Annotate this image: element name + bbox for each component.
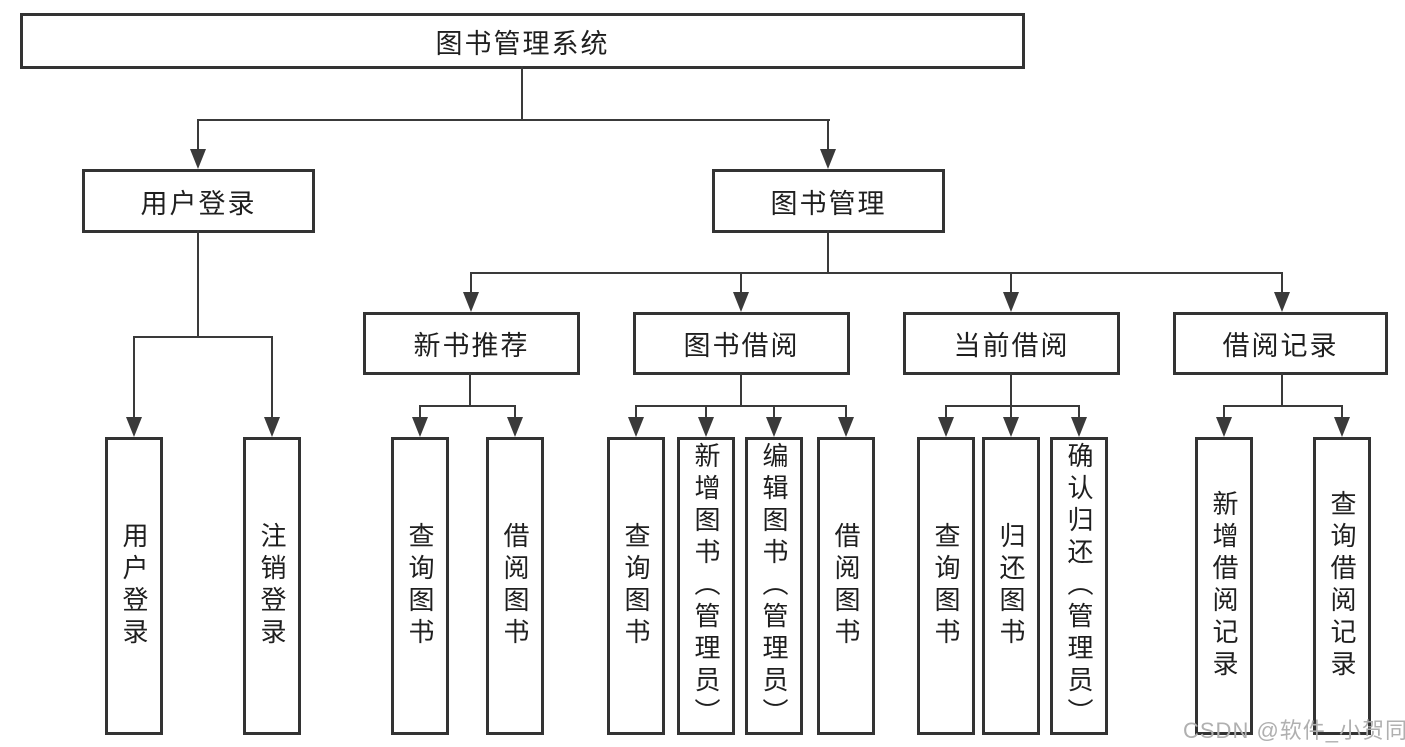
node-user-login-label: 用户登录 [140, 188, 257, 219]
node-user-login: 用户登录 [82, 169, 315, 233]
arrow-down-icon [698, 417, 714, 437]
connector-line [635, 405, 637, 419]
connector-line [845, 405, 847, 419]
leaf-current-query: 查询图书 [917, 437, 975, 735]
connector-line [1223, 405, 1343, 407]
leaf-borrow-query-label: 查询图书 [621, 522, 651, 650]
node-borrow-record: 借阅记录 [1173, 312, 1388, 375]
node-borrow-record-label: 借阅记录 [1222, 331, 1339, 361]
node-current-borrow-label: 当前借阅 [953, 331, 1070, 361]
node-current-borrow: 当前借阅 [903, 312, 1120, 375]
leaf-current-return: 归还图书 [982, 437, 1040, 735]
connector-line [514, 405, 516, 419]
leaf-borrow-borrow-label: 借阅图书 [831, 522, 861, 650]
node-new-book-recommend-label: 新书推荐 [413, 331, 530, 361]
leaf-newbook-query-label: 查询图书 [405, 522, 435, 650]
leaf-record-add-label: 新增借阅记录 [1209, 490, 1239, 682]
arrow-down-icon [938, 417, 954, 437]
connector-line [1010, 373, 1012, 406]
leaf-user-login: 用户登录 [105, 437, 163, 735]
arrow-down-icon [264, 417, 280, 437]
connector-line [740, 272, 742, 298]
leaf-borrow-edit-label: 编辑图书（管理员） [759, 442, 789, 730]
connector-line [197, 119, 199, 153]
leaf-record-query-label: 查询借阅记录 [1327, 490, 1357, 682]
connector-line [419, 405, 421, 419]
connector-line [773, 405, 775, 419]
arrow-down-icon [628, 417, 644, 437]
leaf-logout-label: 注销登录 [257, 522, 287, 650]
csdn-watermark: CSDN @软件_小贺同学 [1183, 718, 1405, 743]
leaf-borrow-borrow: 借阅图书 [817, 437, 875, 735]
connector-line [945, 405, 947, 419]
node-book-management: 图书管理 [712, 169, 945, 233]
connector-line [1341, 405, 1343, 419]
arrow-down-icon [1216, 417, 1232, 437]
leaf-current-confirm: 确认归还（管理员） [1050, 437, 1108, 735]
node-root-label: 图书管理系统 [435, 28, 610, 59]
connector-line [705, 405, 707, 419]
arrow-down-icon [463, 292, 479, 312]
connector-line [827, 230, 829, 274]
leaf-user-login-label: 用户登录 [119, 522, 149, 650]
arrow-down-icon [1003, 292, 1019, 312]
connector-line [271, 336, 273, 420]
connector-line [521, 66, 523, 119]
node-root: 图书管理系统 [20, 13, 1025, 69]
connector-line [469, 373, 471, 406]
connector-line [197, 230, 199, 337]
connector-line [635, 405, 847, 407]
leaf-current-confirm-label: 确认归还（管理员） [1064, 442, 1094, 730]
connector-line [827, 119, 829, 153]
arrow-down-icon [1274, 292, 1290, 312]
connector-line [740, 373, 742, 406]
arrow-down-icon [1071, 417, 1087, 437]
connector-line [133, 336, 135, 420]
connector-line [133, 336, 273, 338]
connector-line [945, 405, 1080, 407]
node-book-management-label: 图书管理 [770, 188, 887, 219]
connector-line [1010, 405, 1012, 419]
leaf-record-query: 查询借阅记录 [1313, 437, 1371, 735]
connector-line [1010, 272, 1012, 298]
arrow-down-icon [1334, 417, 1350, 437]
leaf-borrow-query: 查询图书 [607, 437, 665, 735]
leaf-borrow-edit: 编辑图书（管理员） [745, 437, 803, 735]
connector-line [1223, 405, 1225, 419]
arrow-down-icon [507, 417, 523, 437]
arrow-down-icon [733, 292, 749, 312]
leaf-borrow-add: 新增图书（管理员） [677, 437, 735, 735]
connector-line [419, 405, 516, 407]
leaf-newbook-borrow-label: 借阅图书 [500, 522, 530, 650]
leaf-newbook-query: 查询图书 [391, 437, 449, 735]
node-new-book-recommend: 新书推荐 [363, 312, 580, 375]
leaf-current-return-label: 归还图书 [996, 522, 1026, 650]
connector-line [1078, 405, 1080, 419]
connector-line [197, 119, 830, 121]
leaf-borrow-add-label: 新增图书（管理员） [691, 442, 721, 730]
leaf-record-add: 新增借阅记录 [1195, 437, 1253, 735]
arrow-down-icon [838, 417, 854, 437]
arrow-down-icon [412, 417, 428, 437]
node-book-borrow: 图书借阅 [633, 312, 850, 375]
arrow-down-icon [820, 149, 836, 169]
arrow-down-icon [766, 417, 782, 437]
connector-line [470, 272, 1283, 274]
connector-line [1281, 272, 1283, 298]
leaf-current-query-label: 查询图书 [931, 522, 961, 650]
arrow-down-icon [1003, 417, 1019, 437]
arrow-down-icon [190, 149, 206, 169]
connector-line [470, 272, 472, 298]
connector-line [1281, 373, 1283, 406]
node-book-borrow-label: 图书借阅 [683, 331, 800, 361]
leaf-newbook-borrow: 借阅图书 [486, 437, 544, 735]
arrow-down-icon [126, 417, 142, 437]
leaf-logout: 注销登录 [243, 437, 301, 735]
